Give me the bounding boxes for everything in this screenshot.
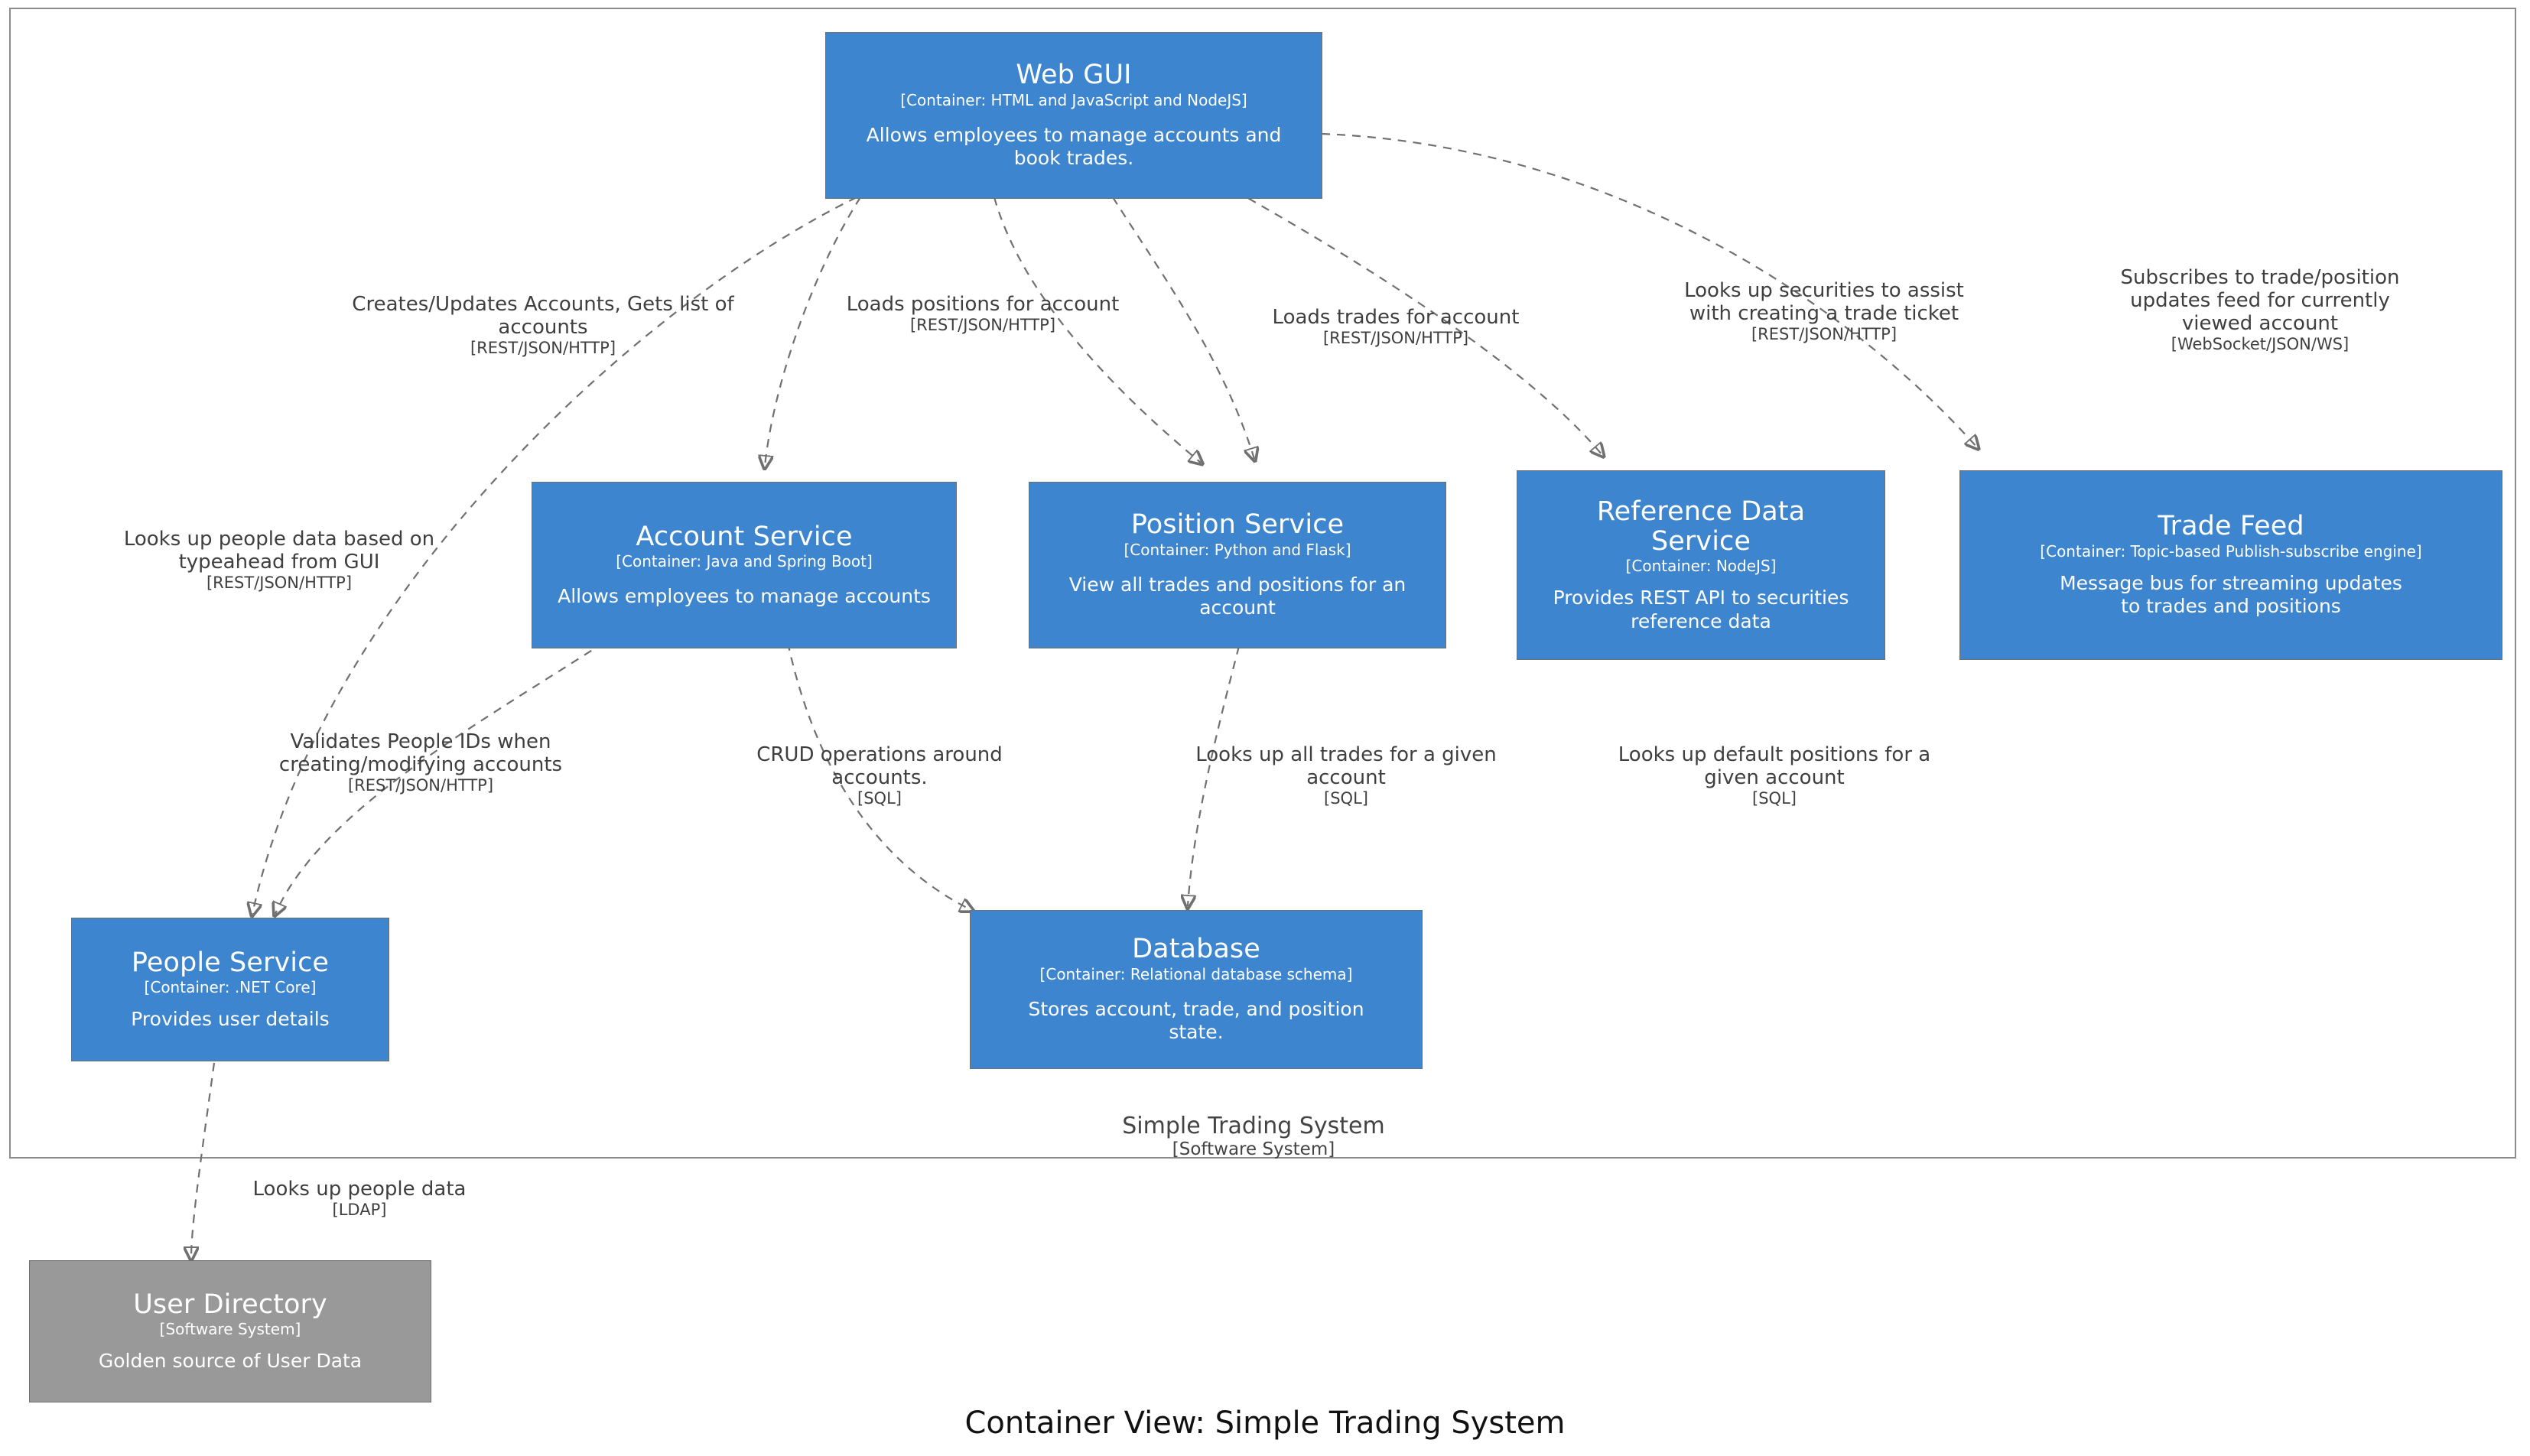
rel-desc-position-to-db-positions: Looks up default positions for a given a… <box>1618 743 1931 790</box>
rel-label-gui-to-refdata: Looks up securities to assist with creat… <box>1679 279 1969 344</box>
diagram-caption: Container View: Simple Trading System <box>964 1406 1566 1441</box>
rel-label-position-to-db-positions: Looks up default positions for a given a… <box>1606 743 1943 808</box>
node-web-gui-tech: [Container: HTML and JavaScript and Node… <box>900 90 1247 109</box>
node-account-service[interactable]: Account Service [Container: Java and Spr… <box>532 482 957 648</box>
node-people-service-tech: [Container: .NET Core] <box>144 978 317 996</box>
rel-tech-gui-to-tradefeed: [WebSocket/JSON/WS] <box>2171 335 2350 354</box>
rel-tech-position-to-db-trades: [SQL] <box>1324 789 1368 808</box>
rel-label-people-to-directory: Looks up people data [LDAP] <box>218 1178 501 1220</box>
node-web-gui-name: Web GUI <box>1016 60 1132 91</box>
rel-desc-account-to-people: Validates People IDs when creating/modif… <box>278 730 563 777</box>
node-trade-feed-desc: Message bus for streaming updates to tra… <box>2060 571 2402 618</box>
node-reference-data-service-name: Reference Data Service <box>1596 496 1806 557</box>
rel-tech-gui-to-position-trades: [REST/JSON/HTTP] <box>1322 329 1469 348</box>
node-account-service-desc: Allows employees to manage accounts <box>558 585 931 607</box>
rel-label-gui-to-position: Loads positions for account [REST/JSON/H… <box>841 293 1124 335</box>
rel-label-account-to-db: CRUD operations around accounts. [SQL] <box>719 743 1040 808</box>
rel-tech-gui-to-refdata: [REST/JSON/HTTP] <box>1751 325 1898 344</box>
system-boundary <box>9 8 2516 1159</box>
rel-desc-gui-to-refdata: Looks up securities to assist with creat… <box>1684 279 1964 326</box>
rel-desc-position-to-db-trades: Looks up all trades for a given account <box>1195 743 1497 790</box>
rel-label-gui-to-position-trades: Loads trades for account [REST/JSON/HTTP… <box>1220 306 1572 348</box>
rel-label-gui-to-people: Looks up people data based on typeahead … <box>99 528 459 593</box>
node-position-service[interactable]: Position Service [Container: Python and … <box>1029 482 1446 648</box>
rel-label-account-to-people: Validates People IDs when creating/modif… <box>252 730 589 795</box>
node-reference-data-service-desc: Provides REST API to securities referenc… <box>1553 587 1849 632</box>
system-boundary-name: Simple Trading System <box>1122 1113 1385 1139</box>
node-reference-data-service[interactable]: Reference Data Service [Container: NodeJ… <box>1517 470 1885 660</box>
system-boundary-label: Simple Trading System [Software System] <box>0 1113 2507 1161</box>
node-trade-feed-tech: [Container: Topic-based Publish-subscrib… <box>2040 541 2422 561</box>
node-account-service-tech: [Container: Java and Spring Boot] <box>616 552 873 570</box>
node-web-gui-desc: Allows employees to manage accounts and … <box>866 123 1282 170</box>
node-web-gui[interactable]: Web GUI [Container: HTML and JavaScript … <box>825 32 1322 199</box>
rel-label-position-to-db-trades: Looks up all trades for a given account … <box>1193 743 1499 808</box>
node-database[interactable]: Database [Container: Relational database… <box>970 910 1423 1069</box>
rel-tech-gui-to-position: [REST/JSON/HTTP] <box>909 316 1056 335</box>
rel-desc-gui-to-tradefeed: Subscribes to trade/position updates fee… <box>2120 266 2400 336</box>
node-user-directory-name: User Directory <box>133 1289 327 1320</box>
node-trade-feed-name: Trade Feed <box>2158 511 2304 542</box>
rel-tech-gui-to-people: [REST/JSON/HTTP] <box>206 574 353 593</box>
node-people-service-desc: Provides user details <box>131 1008 330 1030</box>
node-people-service-name: People Service <box>131 947 330 978</box>
rel-tech-account-to-people: [REST/JSON/HTTP] <box>347 776 494 795</box>
node-database-name: Database <box>1132 934 1260 965</box>
rel-tech-people-to-directory: [LDAP] <box>332 1201 387 1220</box>
rel-desc-account-to-db: CRUD operations around accounts. <box>756 743 1003 790</box>
node-position-service-tech: [Container: Python and Flask] <box>1124 540 1351 559</box>
node-database-tech: [Container: Relational database schema] <box>1039 964 1353 983</box>
node-position-service-name: Position Service <box>1130 509 1345 541</box>
rel-desc-gui-to-people: Looks up people data based on typeahead … <box>123 528 435 574</box>
node-people-service[interactable]: People Service [Container: .NET Core] Pr… <box>71 918 389 1061</box>
system-boundary-type: [Software System] <box>1172 1139 1335 1160</box>
node-reference-data-service-tech: [Container: NodeJS] <box>1625 557 1777 575</box>
rel-desc-gui-to-position: Loads positions for account <box>846 293 1120 316</box>
rel-desc-gui-to-position-trades: Loads trades for account <box>1272 306 1520 329</box>
rel-label-gui-to-tradefeed: Subscribes to trade/position updates fee… <box>2107 266 2413 354</box>
rel-label-gui-to-account: Creates/Updates Accounts, Gets list of a… <box>352 293 734 358</box>
node-user-directory-desc: Golden source of User Data <box>98 1350 363 1372</box>
rel-tech-gui-to-account: [REST/JSON/HTTP] <box>470 339 616 358</box>
node-user-directory-tech: [Software System] <box>159 1320 301 1338</box>
node-trade-feed[interactable]: Trade Feed [Container: Topic-based Publi… <box>1959 470 2502 660</box>
rel-tech-position-to-db-positions: [SQL] <box>1752 789 1797 808</box>
node-account-service-name: Account Service <box>636 521 853 552</box>
rel-desc-people-to-directory: Looks up people data <box>252 1178 467 1201</box>
node-database-desc: Stores account, trade, and position stat… <box>1028 997 1364 1044</box>
rel-desc-gui-to-account: Creates/Updates Accounts, Gets list of a… <box>352 293 734 340</box>
node-position-service-desc: View all trades and positions for an acc… <box>1068 573 1406 619</box>
node-user-directory[interactable]: User Directory [Software System] Golden … <box>29 1260 431 1402</box>
rel-tech-account-to-db: [SQL] <box>857 789 902 808</box>
